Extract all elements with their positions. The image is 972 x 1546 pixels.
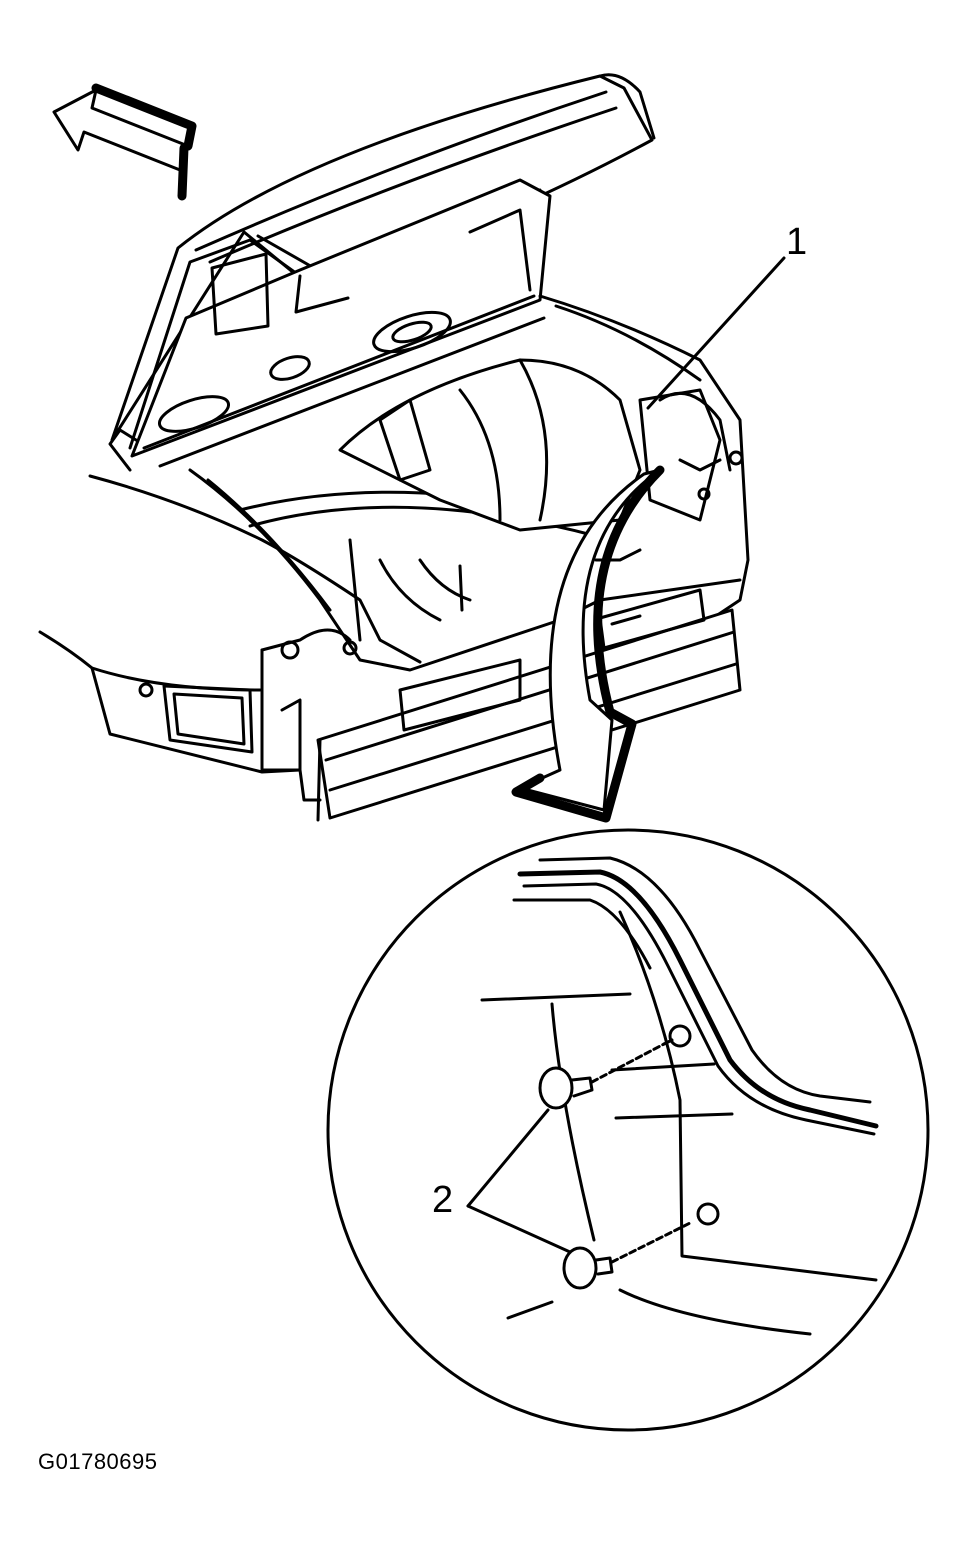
figure-id: G01780695 [38,1449,158,1474]
vehicle-body [38,294,750,822]
callout-label-1: 1 [786,221,807,263]
direction-arrow-icon [52,83,197,201]
detail-view-circle [326,828,930,1432]
callout-label-2: 2 [432,1179,453,1221]
detail-view-contents [466,856,879,1336]
callout-1-leader [646,256,786,410]
trunk-lid [108,73,656,472]
callout-2-leader-lower [466,1204,572,1254]
callout-2-leader-upper [466,1108,550,1208]
